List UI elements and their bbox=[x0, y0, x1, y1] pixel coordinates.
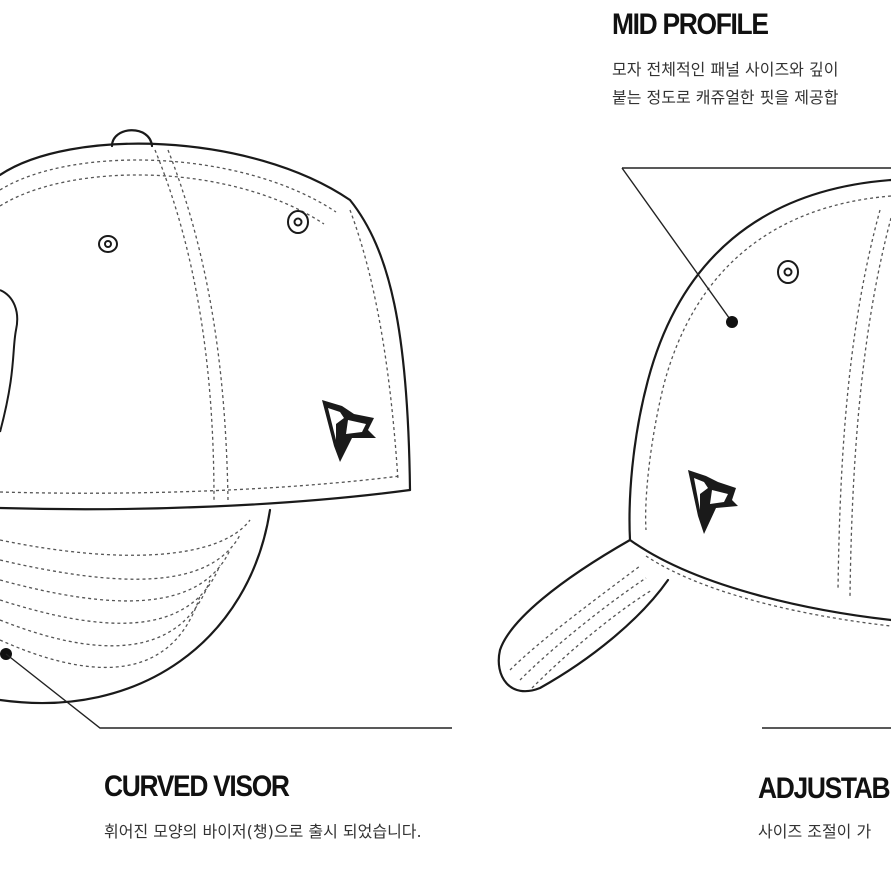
description-line: 사이즈 조절이 가 bbox=[758, 822, 872, 841]
description-line: 휘어진 모양의 바이저(챙)으로 출시 되었습니다. bbox=[104, 822, 422, 841]
side-crown-outline bbox=[628, 178, 891, 542]
team-logo-partial bbox=[0, 289, 19, 433]
mid-profile-callout-dot bbox=[726, 316, 738, 328]
crown-outline bbox=[0, 142, 412, 492]
adjustable-title: ADJUSTAB bbox=[758, 772, 891, 805]
side-crown-base bbox=[628, 538, 891, 622]
curved-visor-title: CURVED VISOR bbox=[104, 770, 290, 803]
visor-callout-line bbox=[5, 653, 452, 729]
crown-base bbox=[0, 488, 412, 511]
curved-visor-description: 휘어진 모양의 바이저(챙)으로 출시 되었습니다. bbox=[104, 818, 422, 846]
side-visor bbox=[497, 538, 670, 693]
description-line: 모자 전체적인 패널 사이즈와 깊이 bbox=[612, 60, 839, 79]
eyelet bbox=[98, 235, 118, 253]
brand-logo-side bbox=[688, 470, 738, 534]
adjustable-description: 사이즈 조절이 가 bbox=[758, 818, 871, 846]
brand-logo-front bbox=[322, 400, 376, 462]
eyelet-side bbox=[777, 260, 799, 284]
mid-profile-description: 모자 전체적인 패널 사이즈와 깊이 붙는 정도로 캐쥬얼한 핏을 제공합 bbox=[612, 56, 838, 112]
eyelet bbox=[287, 210, 309, 234]
visor-outline bbox=[0, 508, 272, 705]
crown-button bbox=[110, 129, 154, 148]
mid-profile-title: MID PROFILE bbox=[612, 8, 769, 41]
description-line: 붙는 정도로 캐쥬얼한 핏을 제공합 bbox=[612, 88, 839, 107]
